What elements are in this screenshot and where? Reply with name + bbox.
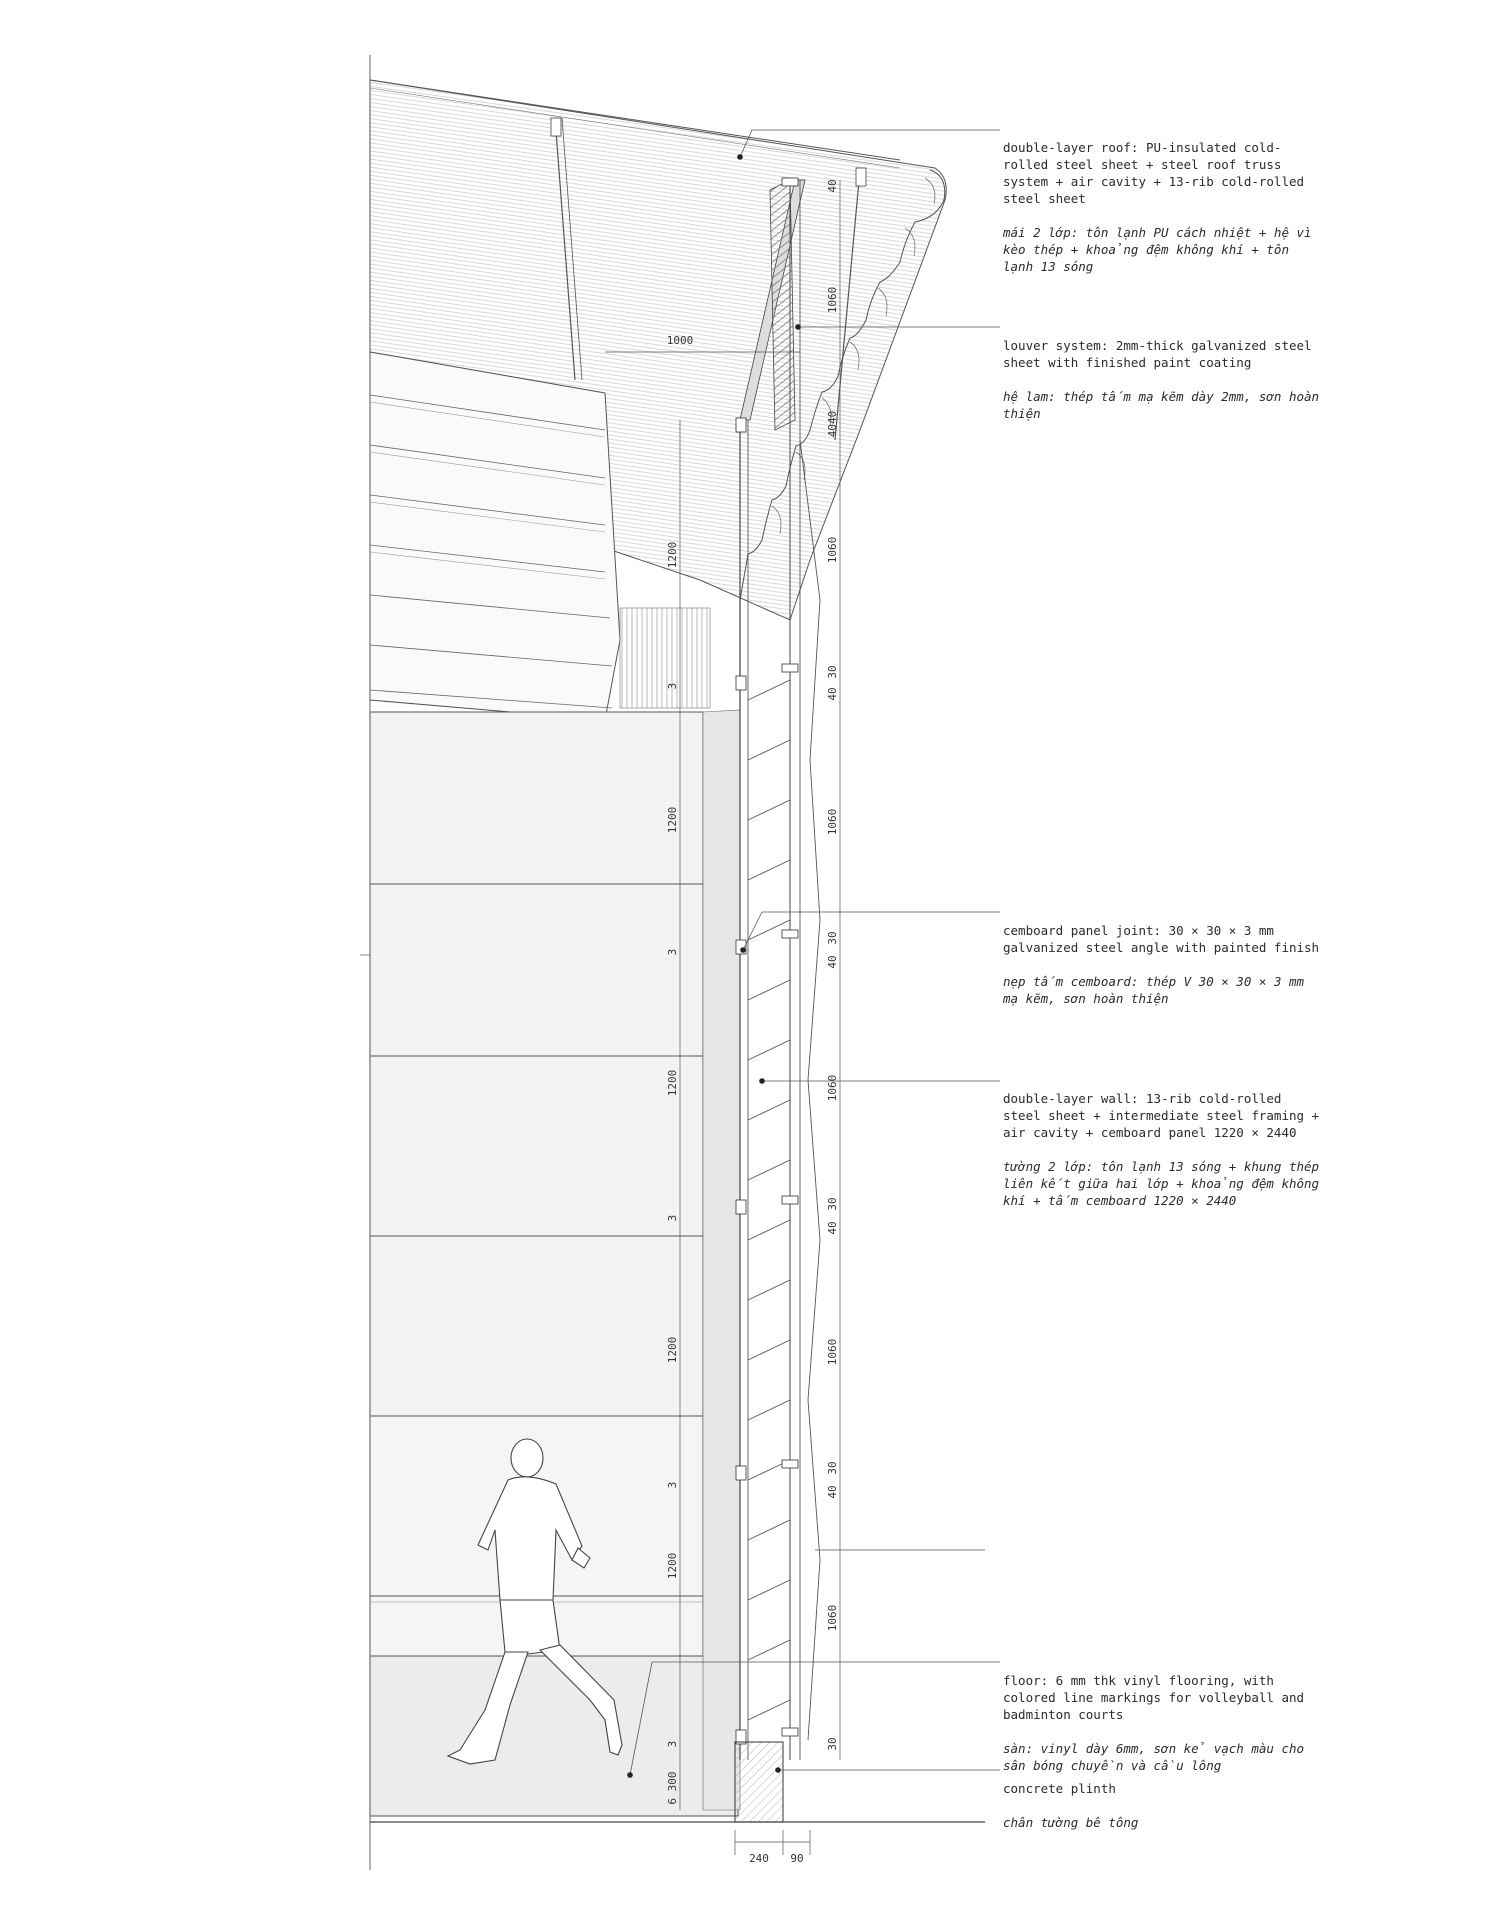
dim-right-16: 1060	[826, 1605, 839, 1632]
annotation-plinth-vi: chân tường bê tông	[1003, 1815, 1139, 1830]
dim-left-1: 1200	[666, 542, 679, 569]
annotation-joint: cemboard panel joint: 30 × 30 × 3 mm gal…	[1003, 905, 1323, 1024]
dim-right-13: 1060	[826, 1339, 839, 1366]
dim-right-12: 30	[826, 1197, 839, 1210]
annotation-roof-vi: mái 2 lớp: tôn lạnh PU cách nhiệt + hệ v…	[1003, 225, 1312, 274]
dim-right-1: 40	[826, 179, 839, 192]
annotation-floor-vi: sàn: vinyl dày 6mm, sơn kẻ vạch màu cho …	[1003, 1741, 1305, 1773]
dim-left-9: 1200	[666, 1553, 679, 1580]
annotation-wall-vi: tường 2 lớp: tôn lạnh 13 sóng + khung th…	[1003, 1159, 1320, 1208]
runner-figure	[446, 1438, 623, 1765]
dim-right-4: 1060	[826, 537, 839, 564]
dim-right-14: 40	[826, 1485, 839, 1498]
dim-right-6: 30	[826, 665, 839, 678]
cemboard-wall-panels	[369, 709, 741, 1817]
dim-right-3: 4040	[826, 411, 839, 438]
exterior-wall-frame	[735, 177, 821, 1760]
leader-dots	[627, 154, 801, 1778]
dim-right-10: 1060	[826, 1075, 839, 1102]
dim-left-6: 3	[666, 1215, 679, 1222]
annotation-louver: louver system: 2mm-thick galvanized stee…	[1003, 320, 1323, 439]
concrete-plinth	[734, 1741, 784, 1823]
annotation-louver-en: louver system: 2mm-thick galvanized stee…	[1003, 338, 1312, 370]
dim-left-10: 3	[666, 1741, 679, 1748]
dim-left-2: 3	[666, 683, 679, 690]
leader-lines	[629, 129, 1000, 1776]
dim-right-9: 30	[826, 931, 839, 944]
annotation-joint-vi: nẹp tấm cemboard: thép V 30 × 30 × 3 mm …	[1003, 974, 1305, 1006]
annotation-roof-en: double-layer roof: PU-insulated cold-rol…	[1003, 140, 1305, 206]
annotation-joint-en: cemboard panel joint: 30 × 30 × 3 mm gal…	[1003, 923, 1320, 955]
dim-bottom-2: 90	[790, 1852, 803, 1865]
dimension-lines	[605, 180, 841, 1855]
dim-left-5: 1200	[666, 1070, 679, 1097]
dim-left-11: 6 300	[666, 1771, 679, 1804]
annotation-floor: floor: 6 mm thk vinyl flooring, with col…	[1003, 1655, 1323, 1791]
dim-left-4: 3	[666, 949, 679, 956]
dim-left-8: 3	[666, 1482, 679, 1489]
dim-right-17: 30	[826, 1737, 839, 1750]
dim-left-7: 1200	[666, 1337, 679, 1364]
dim-right-11: 40	[826, 1221, 839, 1234]
dim-left-3: 1200	[666, 807, 679, 834]
annotation-plinth-en: concrete plinth	[1003, 1781, 1116, 1796]
dim-bottom-1: 240	[749, 1852, 769, 1865]
dim-right-8: 40	[826, 955, 839, 968]
ceiling-panels	[369, 351, 711, 721]
annotation-louver-vi: hệ lam: thép tấm mạ kẽm dày 2mm, sơn hoà…	[1003, 389, 1320, 421]
dim-top-width: 1000	[667, 334, 694, 347]
annotation-plinth: concrete plinth chân tường bê tông	[1003, 1763, 1323, 1848]
annotation-roof: double-layer roof: PU-insulated cold-rol…	[1003, 122, 1323, 292]
annotation-wall-en: double-layer wall: 13-rib cold-rolled st…	[1003, 1091, 1320, 1140]
annotation-wall: double-layer wall: 13-rib cold-rolled st…	[1003, 1073, 1323, 1226]
annotation-floor-en: floor: 6 mm thk vinyl flooring, with col…	[1003, 1673, 1305, 1722]
dim-right-15: 30	[826, 1461, 839, 1474]
dim-right-5: 40	[826, 687, 839, 700]
roof-assembly	[369, 79, 947, 621]
dim-right-7: 1060	[826, 809, 839, 836]
dim-right-2: 1060	[826, 287, 839, 314]
